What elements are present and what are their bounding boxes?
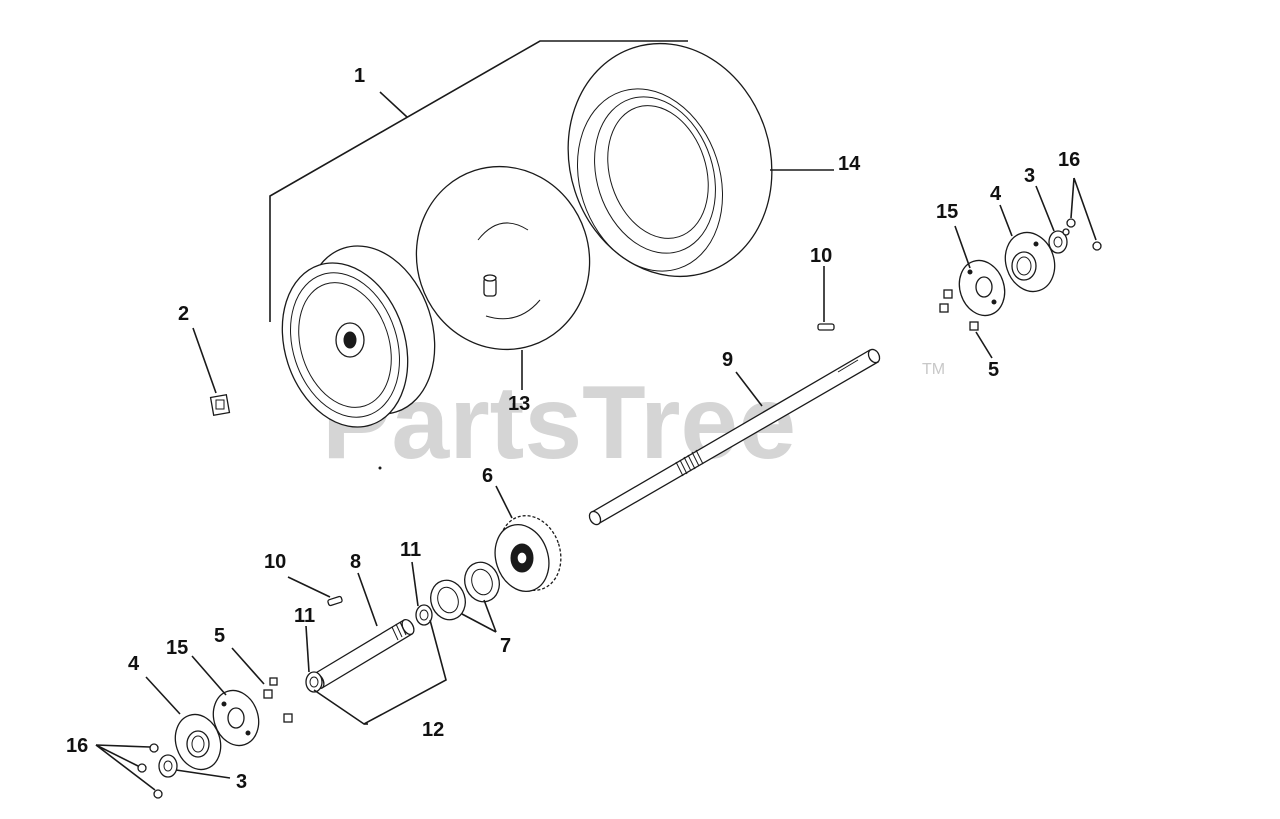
wheel-rim[interactable] — [262, 229, 456, 443]
callout-15-right[interactable]: 15 — [936, 201, 958, 223]
callout-16-left[interactable]: 16 — [66, 735, 88, 757]
clip-part-2[interactable] — [209, 393, 231, 417]
callout-4-left[interactable]: 4 — [128, 653, 140, 675]
bushing-left[interactable] — [305, 671, 323, 693]
callout-9[interactable]: 9 — [722, 349, 733, 371]
callout-12-leader — [313, 619, 447, 725]
callout-11-b-leader — [411, 561, 419, 607]
callout-8[interactable]: 8 — [350, 551, 361, 573]
nuts-left[interactable] — [137, 743, 163, 799]
callout-10-left[interactable]: 10 — [264, 551, 286, 573]
callout-10-right[interactable]: 10 — [810, 245, 832, 267]
callout-3-right[interactable]: 3 — [1024, 165, 1035, 187]
callout-11-b[interactable]: 11 — [400, 539, 421, 561]
callout-6-leader — [495, 485, 513, 519]
callout-9-leader — [735, 371, 763, 407]
callout-4-left-leader — [145, 676, 181, 715]
callout-16-right-leader — [1070, 177, 1097, 241]
callout-11-a[interactable]: 11 — [294, 605, 315, 627]
nuts-right[interactable] — [1062, 218, 1102, 251]
callout-1[interactable]: 1 — [354, 65, 365, 87]
bearing-outer[interactable] — [460, 558, 505, 607]
shaft[interactable] — [310, 618, 417, 691]
callout-7-leader — [461, 599, 497, 633]
callout-16-right[interactable]: 16 — [1058, 149, 1080, 171]
callout-4-right[interactable]: 4 — [990, 183, 1002, 205]
watermark-tm: TM — [922, 361, 945, 378]
gear[interactable] — [487, 508, 571, 599]
bearing-right[interactable] — [1048, 230, 1068, 254]
callout-15-left-leader — [191, 655, 227, 696]
callout-3-left[interactable]: 3 — [236, 771, 247, 793]
callout-2-leader — [192, 327, 217, 394]
bolts-right[interactable] — [939, 289, 979, 331]
callout-16-left-leader — [95, 744, 156, 791]
callout-15-right-leader — [954, 225, 971, 269]
tire[interactable] — [538, 17, 801, 303]
callout-15-left[interactable]: 15 — [166, 637, 188, 659]
callout-5-right-leader — [975, 331, 993, 359]
callout-2[interactable]: 2 — [178, 303, 189, 325]
callout-8-leader — [357, 572, 378, 627]
callout-4-right-leader — [999, 204, 1013, 237]
axle[interactable] — [587, 347, 882, 526]
callout-6[interactable]: 6 — [482, 465, 493, 487]
bearing-left[interactable] — [158, 754, 178, 778]
callout-3-left-leader — [175, 769, 231, 779]
callout-3-right-leader — [1035, 185, 1055, 232]
callout-10-left-leader — [287, 576, 331, 598]
flange-plate-right[interactable] — [952, 255, 1011, 322]
bearing-housing-right[interactable] — [998, 226, 1062, 298]
pin-left[interactable] — [327, 595, 343, 607]
callout-14[interactable]: 14 — [838, 153, 861, 175]
callout-1-leader — [269, 40, 688, 322]
callout-5-right[interactable]: 5 — [988, 359, 999, 381]
inner-tube[interactable] — [393, 144, 613, 372]
stray-dot — [378, 466, 382, 470]
pin-right[interactable] — [817, 323, 835, 331]
callout-11-a-leader — [305, 625, 310, 673]
bushing-right[interactable] — [415, 604, 433, 626]
callout-7[interactable]: 7 — [500, 635, 511, 657]
bearing-inner[interactable] — [426, 576, 471, 625]
bearing-housing-left[interactable] — [168, 709, 227, 776]
bolts-left[interactable] — [263, 677, 293, 723]
callout-13[interactable]: 13 — [508, 393, 530, 415]
flange-plate-left[interactable] — [206, 685, 265, 752]
callout-5-left[interactable]: 5 — [214, 625, 225, 647]
callout-12[interactable]: 12 — [422, 719, 444, 741]
callout-5-left-leader — [231, 647, 265, 685]
